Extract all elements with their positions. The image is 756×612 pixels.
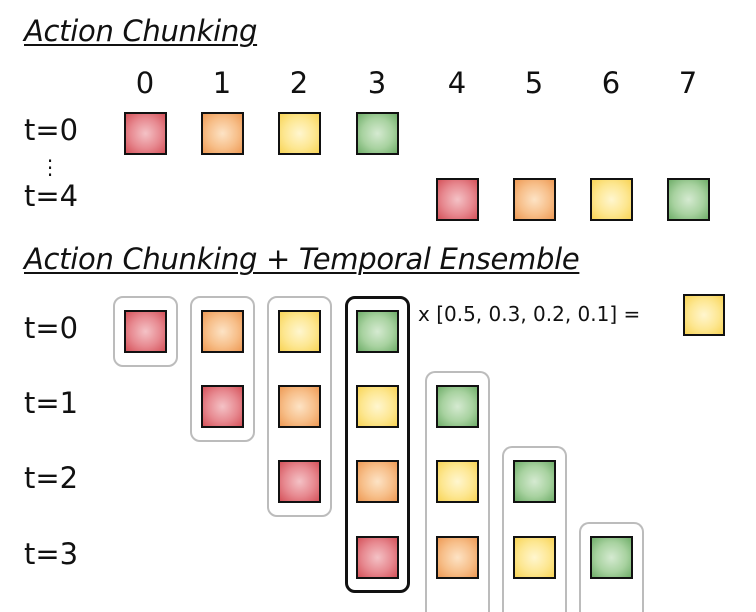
row-label: t=0 — [24, 113, 79, 147]
ensemble-column-highlight — [345, 296, 410, 593]
column-index-6: 6 — [601, 66, 621, 100]
action-square-red — [124, 310, 167, 353]
timestep-column-group — [267, 296, 332, 517]
timestep-column-group — [190, 296, 255, 442]
action-square-yellow — [436, 460, 479, 503]
ensembled-action-result — [683, 294, 725, 336]
action-square-green — [667, 178, 710, 221]
timestep-column-group — [113, 296, 178, 367]
action-square-orange — [356, 460, 399, 503]
action-square-green — [356, 112, 399, 155]
action-square-orange — [436, 536, 479, 579]
timestep-column-group — [425, 371, 490, 612]
action-square-green — [590, 536, 633, 579]
ensemble-weights-formula: x [0.5, 0.3, 0.2, 0.1] = — [418, 302, 641, 326]
action-square-orange — [201, 310, 244, 353]
row-label: t=0 — [24, 311, 79, 345]
action-square-red — [356, 536, 399, 579]
action-square-yellow — [278, 310, 321, 353]
action-square-green — [513, 460, 556, 503]
action-square-yellow — [513, 536, 556, 579]
column-index-0: 0 — [135, 66, 155, 100]
column-index-5: 5 — [524, 66, 544, 100]
action-square-yellow — [590, 178, 633, 221]
timestep-column-group — [579, 522, 644, 612]
action-square-red — [201, 385, 244, 428]
row-label: t=4 — [24, 179, 79, 213]
timestep-column-group — [502, 446, 567, 612]
vertical-ellipsis: ··· — [46, 149, 54, 187]
column-index-7: 7 — [678, 66, 698, 100]
action-square-orange — [201, 112, 244, 155]
action-square-orange — [513, 178, 556, 221]
action-square-red — [278, 460, 321, 503]
column-index-1: 1 — [212, 66, 232, 100]
action-square-yellow — [278, 112, 321, 155]
row-label: t=3 — [24, 537, 79, 571]
action-square-green — [436, 385, 479, 428]
column-index-2: 2 — [289, 66, 309, 100]
row-label: t=1 — [24, 386, 79, 420]
row-label: t=2 — [24, 461, 79, 495]
action-square-red — [436, 178, 479, 221]
column-index-4: 4 — [447, 66, 467, 100]
section-title-action-chunking: Action Chunking — [24, 14, 258, 48]
section-title-temporal-ensemble: Action Chunking + Temporal Ensemble — [24, 242, 580, 276]
action-square-red — [124, 112, 167, 155]
action-square-orange — [278, 385, 321, 428]
action-square-green — [356, 310, 399, 353]
column-index-3: 3 — [367, 66, 387, 100]
action-square-yellow — [356, 385, 399, 428]
